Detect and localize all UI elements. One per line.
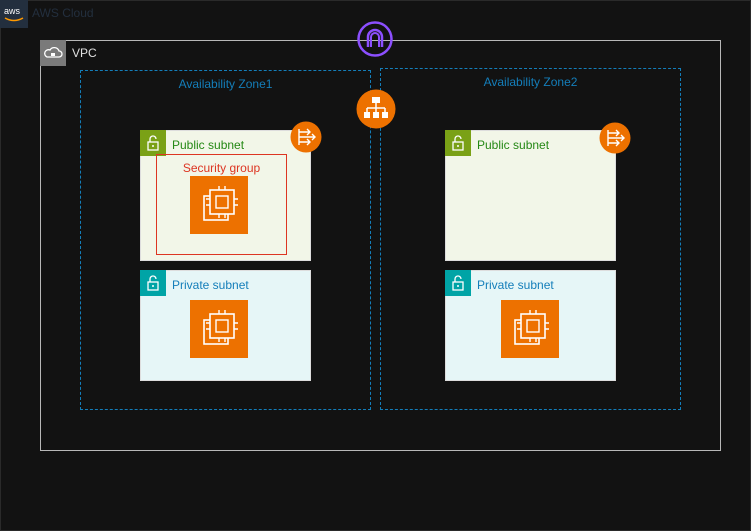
public-subnet-az2 <box>445 130 616 261</box>
private-subnet-lock-icon <box>445 270 471 296</box>
vpc-title: VPC <box>72 46 97 60</box>
ec2-instance-icon[interactable] <box>501 300 559 358</box>
load-balancer-icon[interactable] <box>356 89 396 129</box>
aws-logo-icon: aws <box>0 0 28 28</box>
availability-zone-2-title: Availability Zone2 <box>483 75 578 89</box>
security-group <box>156 154 287 255</box>
availability-zone-2 <box>380 68 681 410</box>
private-subnet-az2-title: Private subnet <box>477 278 554 292</box>
public-subnet-lock-icon <box>445 130 471 156</box>
public-subnet-az1-title: Public subnet <box>172 138 245 152</box>
internet-gateway-icon[interactable] <box>357 21 393 57</box>
security-group-title: Security group <box>182 161 261 175</box>
availability-zone-1-title: Availability Zone1 <box>178 77 273 91</box>
availability-zone-1 <box>80 70 371 410</box>
private-subnet-az1-title: Private subnet <box>172 278 249 292</box>
nat-gateway-icon-az2[interactable] <box>599 122 631 154</box>
vpc-group <box>40 40 721 451</box>
public-subnet-az2-title: Public subnet <box>477 138 550 152</box>
ec2-instance-icon[interactable] <box>190 300 248 358</box>
aws-logo-text: aws <box>4 6 21 16</box>
vpc-cloud-lock-icon <box>40 40 66 66</box>
aws-cloud-title: AWS Cloud <box>32 6 94 20</box>
private-subnet-lock-icon <box>140 270 166 296</box>
public-subnet-lock-icon <box>140 130 166 156</box>
nat-gateway-icon-az1[interactable] <box>290 121 322 153</box>
ec2-instance-icon[interactable] <box>190 176 248 234</box>
